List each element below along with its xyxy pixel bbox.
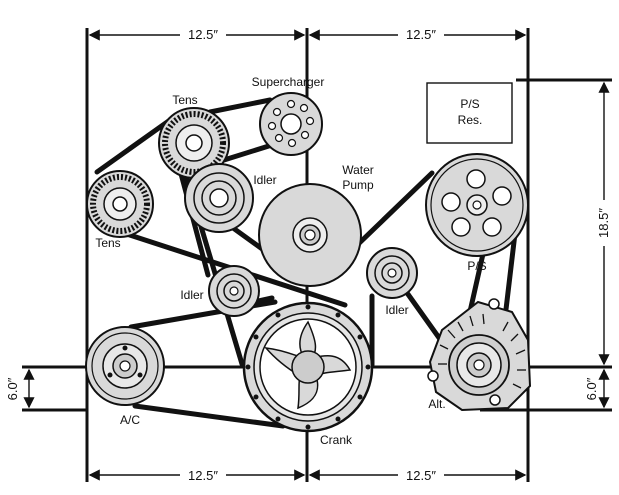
dim-right-height: 18.5″ (596, 208, 611, 238)
label-idler-upper: Idler (253, 173, 276, 187)
dim-top-right: 12.5″ (406, 27, 436, 42)
upper-idler-pulley (184, 163, 254, 233)
label-ps-res-2: Res. (458, 113, 483, 127)
label-supercharger: Supercharger (252, 75, 325, 89)
label-ps-pump: P/S (467, 259, 486, 273)
label-ac: A/C (120, 413, 140, 427)
supercharger-pulley (259, 92, 323, 156)
label-water-pump-1: Water (342, 163, 374, 177)
water-pump-pulley (258, 183, 362, 287)
dim-left-offset: 6.0″ (5, 377, 20, 400)
ps-reservoir-box (426, 82, 513, 144)
label-ps-res-1: P/S (460, 97, 479, 111)
ac-pulley (85, 326, 165, 406)
middle-idler-pulley (208, 265, 260, 317)
dim-bottom-right: 12.5″ (406, 468, 436, 483)
label-water-pump-2: Pump (342, 178, 374, 192)
dim-bottom-left: 12.5″ (188, 468, 218, 483)
dim-top-left: 12.5″ (188, 27, 218, 42)
upper-tensioner-pulley (158, 107, 230, 179)
label-idler-mid: Idler (180, 288, 203, 302)
right-idler-pulley (366, 247, 418, 299)
label-idler-right: Idler (385, 303, 408, 317)
label-tens-left: Tens (95, 236, 120, 250)
crank-pulley (242, 301, 374, 433)
ps-pump-pulley (425, 153, 529, 257)
label-crank: Crank (320, 433, 353, 447)
left-tensioner-pulley (86, 170, 154, 238)
label-alternator: Alt. (428, 397, 445, 411)
dim-right-offset: 6.0″ (584, 377, 599, 400)
label-tens-upper: Tens (172, 93, 197, 107)
alternator (427, 298, 532, 412)
